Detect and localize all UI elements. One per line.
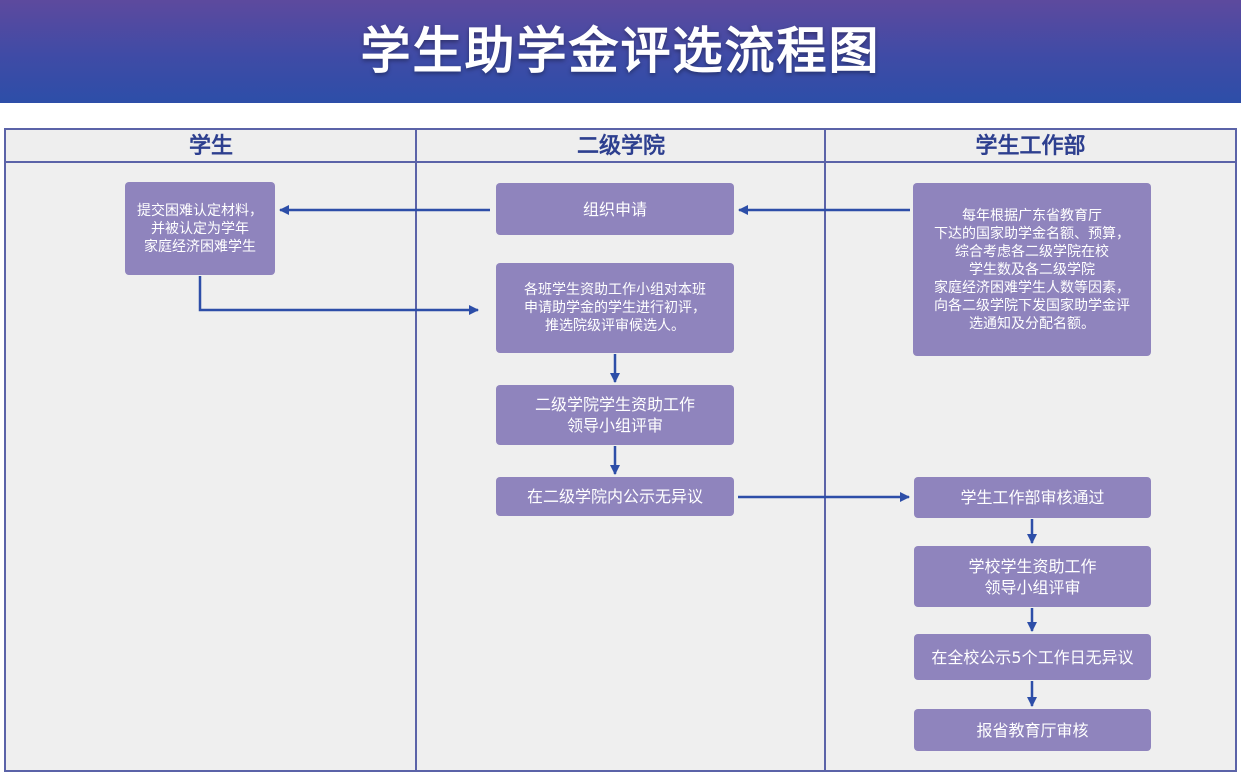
lane-divider	[824, 130, 826, 770]
node-dept-issue: 每年根据广东省教育厅 下达的国家助学金名额、预算， 综合考虑各二级学院在校 学生…	[913, 183, 1151, 356]
node-college-public: 在二级学院内公示无异议	[496, 477, 734, 516]
node-report: 报省教育厅审核	[914, 709, 1151, 751]
node-school-public: 在全校公示5个工作日无异议	[914, 634, 1151, 680]
node-class-review: 各班学生资助工作小组对本班 申请助学金的学生进行初评， 推选院级评审候选人。	[496, 263, 734, 353]
title-banner: 学生助学金评选流程图	[0, 0, 1241, 103]
lane-header-student: 学生	[6, 130, 416, 163]
node-school-review: 学校学生资助工作 领导小组评审	[914, 546, 1151, 607]
node-org-apply: 组织申请	[496, 183, 734, 235]
node-student-submit: 提交困难认定材料， 并被认定为学年 家庭经济困难学生	[125, 182, 275, 275]
lane-header-dept: 学生工作部	[826, 130, 1235, 163]
node-college-review: 二级学院学生资助工作 领导小组评审	[496, 385, 734, 445]
lane-header-college: 二级学院	[417, 130, 825, 163]
node-dept-audit: 学生工作部审核通过	[914, 477, 1151, 518]
page-title: 学生助学金评选流程图	[360, 22, 881, 80]
lane-divider	[415, 130, 417, 770]
